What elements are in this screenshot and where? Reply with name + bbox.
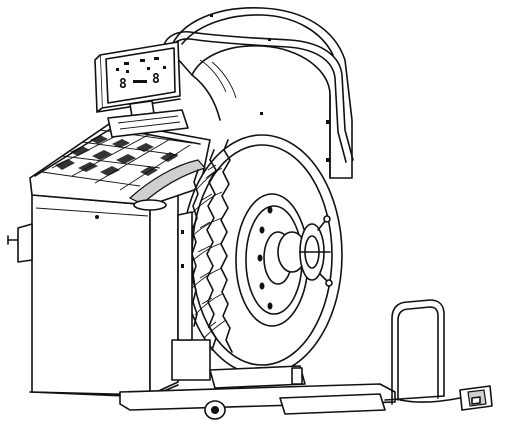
wheel-guard-hood [163, 7, 354, 179]
left-readout: 8 [119, 77, 127, 92]
cabinet-body [7, 191, 179, 398]
wheel-lift-icon [119, 211, 445, 420]
foot-pedal-icon [399, 385, 493, 411]
quick-nut-hub [277, 215, 333, 287]
right-readout: 8 [152, 72, 160, 87]
monitor: 8 8 [94, 41, 181, 124]
display-screen: 8 8 [116, 57, 166, 92]
tool-tray [29, 109, 211, 211]
